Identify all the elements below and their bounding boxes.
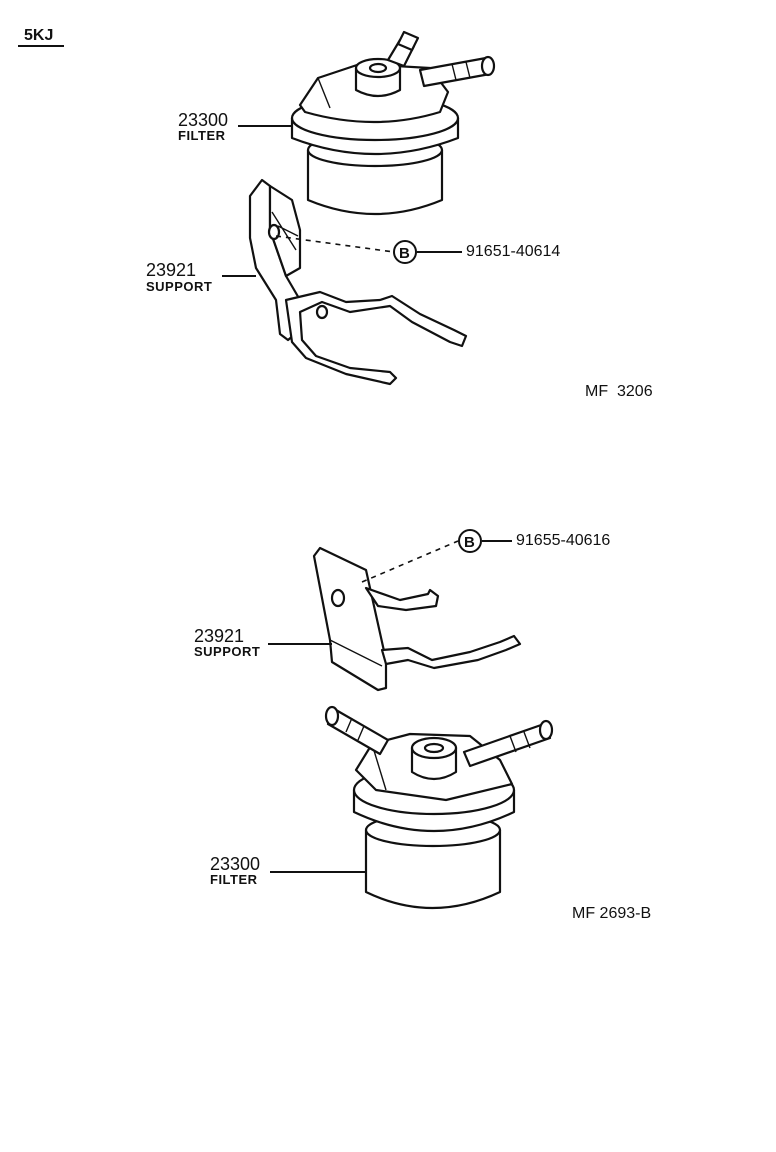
svg-text:B: B bbox=[464, 534, 475, 551]
bottom-drawing-code: MF 2693-B bbox=[572, 905, 651, 922]
svg-text:B: B bbox=[399, 245, 410, 262]
top-support-number: 23921 bbox=[146, 260, 196, 280]
top-bolt-part-number: 91651-40614 bbox=[466, 243, 560, 260]
top-filter-name: FILTER bbox=[178, 128, 226, 143]
top-filter-drawing bbox=[290, 30, 496, 216]
bottom-bolt-symbol: B bbox=[458, 529, 482, 553]
bottom-filter-drawing bbox=[324, 705, 554, 910]
top-support-name: SUPPORT bbox=[146, 279, 212, 294]
bottom-support-number: 23921 bbox=[194, 626, 244, 646]
top-filter-number: 23300 bbox=[178, 110, 228, 130]
top-drawing-code: MF 3206 bbox=[585, 383, 653, 400]
top-bolt-symbol: B bbox=[393, 240, 417, 264]
top-support-drawing bbox=[248, 178, 468, 386]
sheet-code: 5KJ bbox=[24, 27, 53, 44]
bottom-bolt-part-number: 91655-40616 bbox=[516, 532, 610, 549]
bottom-filter-number: 23300 bbox=[210, 854, 260, 874]
bottom-filter-name: FILTER bbox=[210, 872, 258, 887]
bottom-support-name: SUPPORT bbox=[194, 644, 260, 659]
bottom-support-drawing bbox=[312, 546, 522, 692]
bottom-bolt-dashline bbox=[361, 540, 459, 583]
